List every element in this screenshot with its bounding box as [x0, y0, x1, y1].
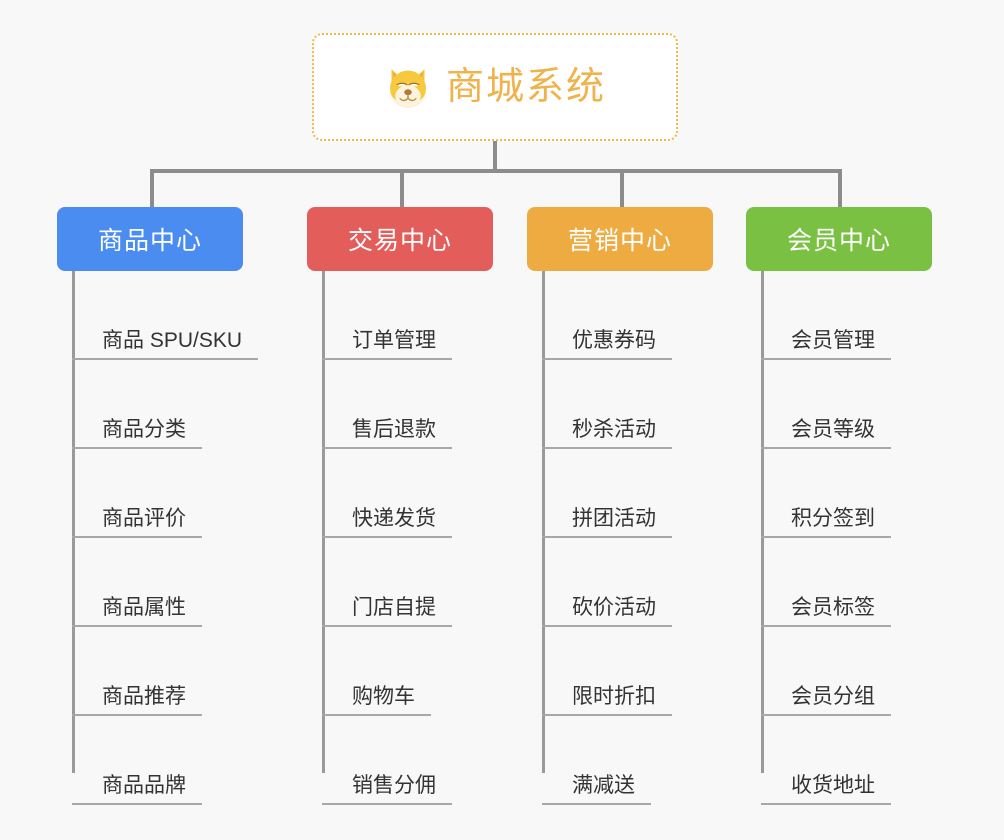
leaf-item[interactable]: 优惠券码 [542, 271, 672, 360]
column-spine [322, 271, 325, 773]
leaf-item[interactable]: 商品属性 [72, 538, 202, 627]
leaf-item[interactable]: 砍价活动 [542, 538, 672, 627]
category-header-trade-center[interactable]: 交易中心 [307, 207, 493, 271]
connector-drop-4 [838, 169, 842, 209]
leaf-label: 限时折扣 [542, 685, 672, 716]
leaf-label: 订单管理 [322, 329, 452, 360]
connector-drop-3 [620, 169, 624, 209]
leaf-item[interactable]: 订单管理 [322, 271, 452, 360]
column-spine [542, 271, 545, 773]
leaf-label: 秒杀活动 [542, 418, 672, 449]
column-spine [72, 271, 75, 773]
leaf-label: 会员分组 [761, 685, 891, 716]
leaf-item[interactable]: 会员标签 [761, 538, 891, 627]
leaf-item[interactable]: 商品评价 [72, 449, 202, 538]
leaf-item[interactable]: 购物车 [322, 627, 431, 716]
leaf-label: 门店自提 [322, 596, 452, 627]
leaf-label: 商品评价 [72, 507, 202, 538]
leaf-item[interactable]: 会员等级 [761, 360, 891, 449]
leaf-label: 满减送 [542, 774, 651, 805]
leaf-label: 售后退款 [322, 418, 452, 449]
leaf-label: 商品品牌 [72, 774, 202, 805]
leaf-label: 商品属性 [72, 596, 202, 627]
root-node[interactable]: 商城系统 [312, 33, 678, 141]
leaf-item[interactable]: 售后退款 [322, 360, 452, 449]
connector-horizontal-bus [150, 169, 840, 173]
leaf-label: 会员管理 [761, 329, 891, 360]
leaf-label: 砍价活动 [542, 596, 672, 627]
leaf-label: 快递发货 [322, 507, 452, 538]
leaf-label: 商品分类 [72, 418, 202, 449]
leaf-label: 优惠券码 [542, 329, 672, 360]
leaf-item[interactable]: 秒杀活动 [542, 360, 672, 449]
category-header-product-center[interactable]: 商品中心 [57, 207, 243, 271]
leaf-label: 拼团活动 [542, 507, 672, 538]
leaf-item[interactable]: 限时折扣 [542, 627, 672, 716]
leaf-item[interactable]: 收货地址 [761, 716, 891, 805]
leaf-item[interactable]: 积分签到 [761, 449, 891, 538]
leaf-label: 收货地址 [761, 774, 891, 805]
connector-drop-1 [150, 169, 154, 209]
leaf-item[interactable]: 拼团活动 [542, 449, 672, 538]
leaf-label: 销售分佣 [322, 774, 452, 805]
category-label: 营销中心 [567, 227, 672, 255]
root-title: 商城系统 [445, 66, 606, 108]
leaf-item[interactable]: 商品 SPU/SKU [72, 271, 259, 360]
leaf-item[interactable]: 门店自提 [322, 538, 452, 627]
leaf-item[interactable]: 商品品牌 [72, 716, 202, 805]
leaf-item[interactable]: 销售分佣 [322, 716, 452, 805]
category-label: 商品中心 [97, 227, 202, 255]
leaf-item[interactable]: 商品推荐 [72, 627, 202, 716]
category-header-marketing-center[interactable]: 营销中心 [527, 207, 713, 271]
leaf-label: 积分签到 [761, 507, 891, 538]
leaf-item[interactable]: 会员管理 [761, 271, 891, 360]
leaf-label: 会员标签 [761, 596, 891, 627]
leaf-label: 购物车 [322, 685, 431, 716]
category-label: 交易中心 [347, 227, 452, 255]
leaf-item[interactable]: 会员分组 [761, 627, 891, 716]
leaf-item[interactable]: 商品分类 [72, 360, 202, 449]
leaf-label: 商品推荐 [72, 685, 202, 716]
leaf-item[interactable]: 满减送 [542, 716, 651, 805]
leaf-label: 会员等级 [761, 418, 891, 449]
column-spine [761, 271, 764, 773]
category-header-member-center[interactable]: 会员中心 [746, 207, 932, 271]
connector-drop-2 [400, 169, 404, 209]
shiba-dog-face-icon [384, 63, 432, 111]
connector-root-stem [493, 141, 497, 172]
leaf-item[interactable]: 快递发货 [322, 449, 452, 538]
leaf-label: 商品 SPU/SKU [72, 329, 259, 360]
category-label: 会员中心 [786, 227, 891, 255]
